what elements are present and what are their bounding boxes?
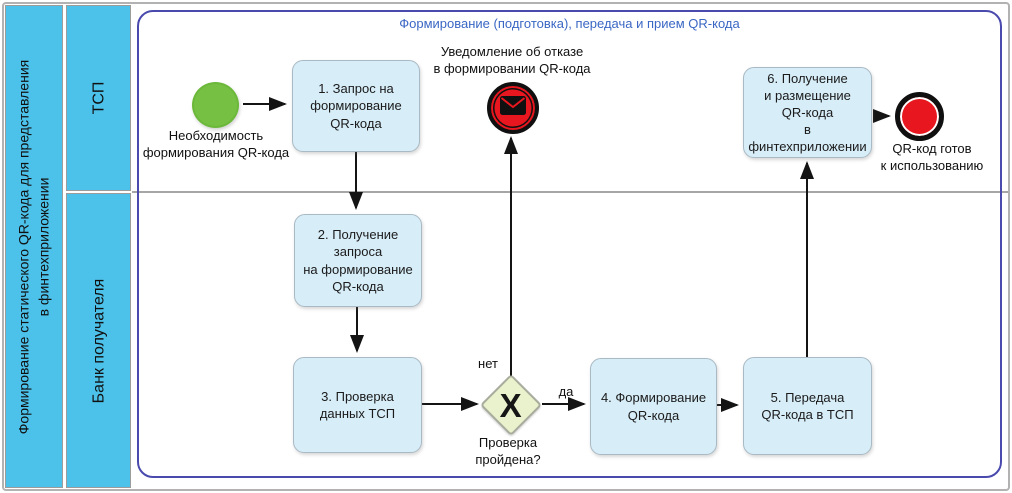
end-event <box>895 92 944 141</box>
message-end-event-label: Уведомление об отказе в формировании QR-… <box>433 44 591 76</box>
pool-title-band: Формирование статического QR-кода для пр… <box>5 5 63 488</box>
task-4-generate-qr: 4. Формирование QR-кода <box>590 358 717 455</box>
lane-divider <box>132 191 1008 193</box>
message-end-event <box>487 82 539 134</box>
process-container: Формирование (подготовка), передача и пр… <box>137 10 1002 478</box>
lane-tsp: ТСП <box>66 5 131 191</box>
gateway-branch-no-label: нет <box>478 356 498 371</box>
task-5-send-qr-to-tsp: 5. Передача QR-кода в ТСП <box>743 357 872 455</box>
start-event <box>192 82 239 128</box>
lane-bank: Банк получателя <box>66 193 131 488</box>
envelope-icon <box>500 96 526 120</box>
end-event-label: QR-код готов к использованию <box>880 141 984 173</box>
pool-title: Формирование статического QR-кода для пр… <box>15 59 52 434</box>
task-2-receive-request: 2. Получение запроса на формирование QR-… <box>294 214 422 307</box>
start-event-label: Необходимость формирования QR-кода <box>142 128 290 160</box>
lane-tsp-label: ТСП <box>89 81 107 115</box>
task-3-check-tsp-data: 3. Проверка данных ТСП <box>293 357 422 453</box>
lane-bank-label: Банк получателя <box>89 278 107 403</box>
task-1-request-qr: 1. Запрос на формирование QR-кода <box>292 60 420 152</box>
gateway-x-icon: X <box>499 386 523 424</box>
task-6-receive-place-qr: 6. Получение и размещение QR-кода в финт… <box>743 67 872 158</box>
process-title: Формирование (подготовка), передача и пр… <box>399 16 740 31</box>
gateway-question-label: Проверка пройдена? <box>475 435 541 467</box>
gateway-branch-yes-label: да <box>558 384 574 399</box>
